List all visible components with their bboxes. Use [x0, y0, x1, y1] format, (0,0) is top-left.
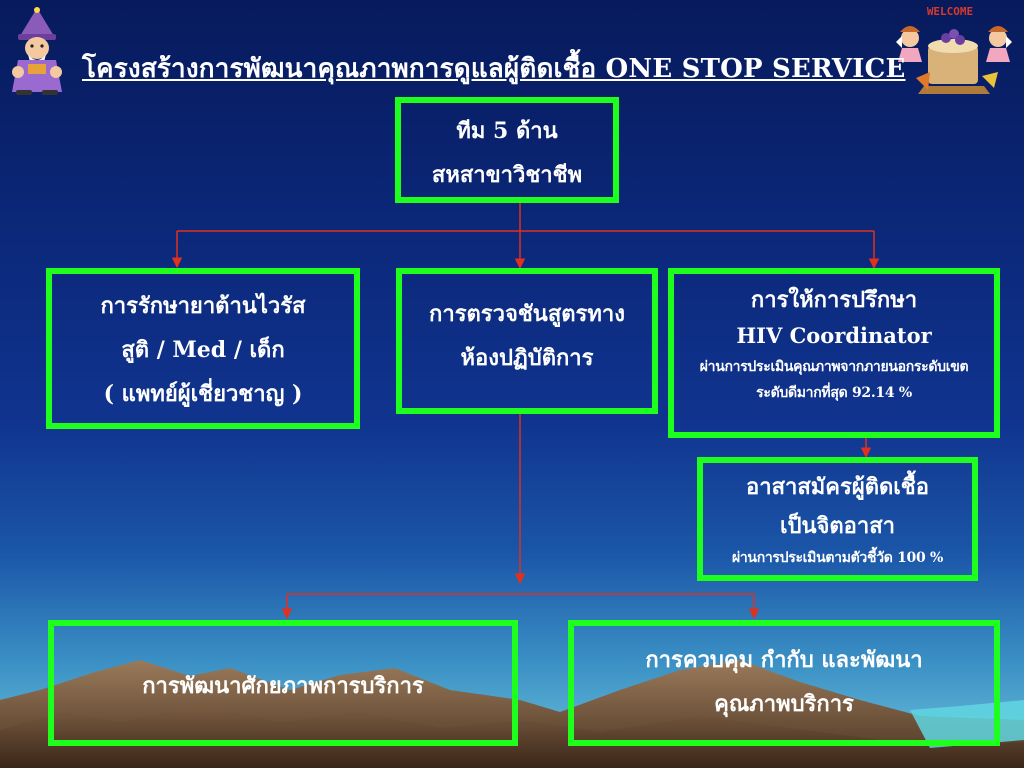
- node-label-line: การให้การปรึกษา: [750, 287, 918, 313]
- wizard-icon: [12, 7, 62, 95]
- node-label-line: การพัฒนาศักยภาพการบริการ: [142, 673, 424, 699]
- node-label-line: การรักษายาต้านไวรัส: [100, 293, 306, 319]
- node-antiretroviral-treatment: การรักษายาต้านไวรัส สูติ / Med / เด็ก ( …: [46, 268, 360, 429]
- node-label-line: ผ่านการประเมินคุณภาพจากภายนอกระดับเขต: [699, 359, 969, 375]
- node-label-line: ห้องปฏิบัติการ: [460, 345, 594, 371]
- welcome-cake-icon: WELCOME: [896, 5, 1012, 94]
- node-label-line: ระดับดีมากที่สุด 92.14 %: [756, 385, 912, 401]
- node-label-line: การควบคุม กำกับ และพัฒนา: [645, 647, 923, 673]
- node-label-line: ทีม 5 ด้าน: [456, 118, 558, 144]
- node-label-line: เป็นจิตอาสา: [779, 513, 896, 539]
- node-label-line: ผ่านการประเมินตามตัวชี้วัด 100 %: [731, 550, 944, 566]
- node-volunteer-patients: อาสาสมัครผู้ติดเชื้อ เป็นจิตอาสา ผ่านการ…: [697, 457, 978, 581]
- node-label-line: สหสาขาวิชาชีพ: [431, 162, 583, 188]
- node-label-line: ( แพทย์ผู้เชี่ยวชาญ ): [103, 381, 303, 407]
- node-label-line: อาสาสมัครผู้ติดเชื้อ: [746, 474, 929, 500]
- node-label-line: คุณภาพบริการ: [714, 691, 854, 717]
- node-quality-control: การควบคุม กำกับ และพัฒนา คุณภาพบริการ: [568, 620, 1000, 746]
- node-counseling: การให้การปรึกษา HIV Coordinator ผ่านการป…: [668, 268, 1000, 438]
- node-label-line: สูติ / Med / เด็ก: [121, 337, 285, 363]
- node-label-line: HIV Coordinator: [736, 323, 932, 348]
- node-multidisciplinary-team: ทีม 5 ด้าน สหสาขาวิชาชีพ: [395, 97, 619, 203]
- node-laboratory-testing: การตรวจชันสูตรทาง ห้องปฏิบัติการ: [396, 268, 658, 414]
- slide-title: โครงสร้างการพัฒนาคุณภาพการดูแลผู้ติดเชื้…: [82, 54, 906, 84]
- node-service-capacity-development: การพัฒนาศักยภาพการบริการ: [48, 620, 518, 746]
- welcome-text: WELCOME: [927, 5, 973, 18]
- node-label-line: การตรวจชันสูตรทาง: [429, 301, 625, 327]
